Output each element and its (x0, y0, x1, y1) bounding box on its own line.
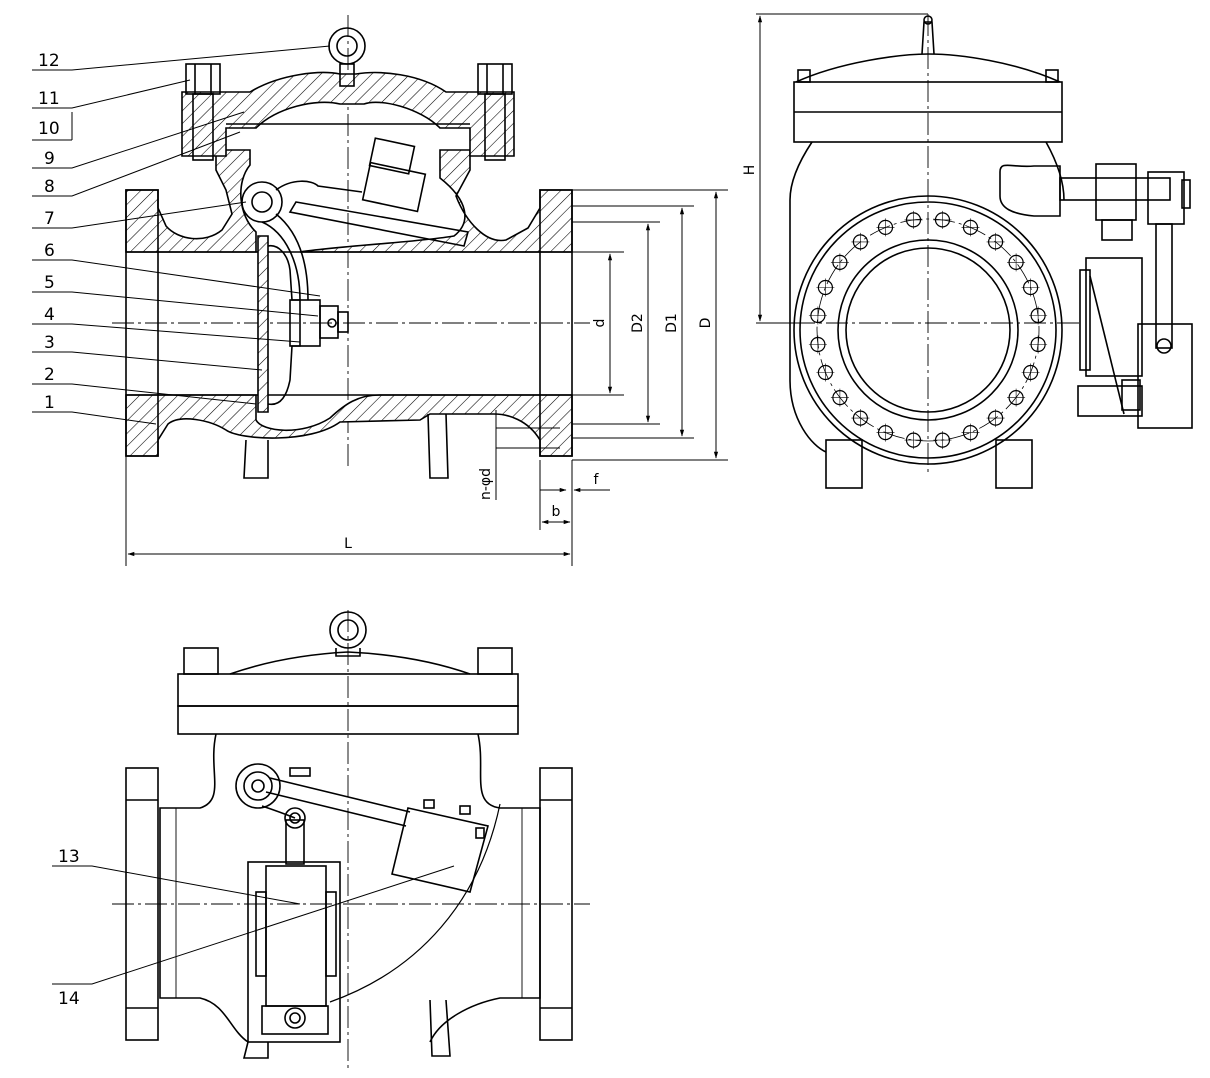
callout-4: 4 (44, 305, 55, 325)
dim-label-b: b (552, 504, 561, 520)
dimension-labels: d D2 D1 D H L n-φd b f (344, 165, 758, 552)
dim-label-D2: D2 (630, 313, 646, 333)
callout-14: 14 (58, 989, 80, 1009)
callout-7: 7 (44, 209, 55, 229)
callout-13: 13 (58, 847, 80, 867)
dim-label-L: L (344, 536, 352, 552)
callout-6: 6 (44, 241, 55, 261)
callout-12: 12 (38, 51, 60, 71)
callout-9: 9 (44, 149, 55, 169)
dim-label-n-phi-d: n-φd (478, 468, 494, 500)
disc (257, 235, 349, 413)
callout-labels: 12 11 10 9 8 7 6 5 4 3 2 1 13 14 (38, 51, 80, 1009)
dim-label-f: f (594, 472, 600, 488)
callout-5: 5 (44, 273, 55, 293)
bolt-right (477, 63, 513, 161)
top-view (52, 610, 590, 1070)
dim-label-D1: D1 (664, 313, 680, 333)
dim-label-H: H (742, 165, 758, 176)
bolt-left (185, 63, 221, 161)
callout-11: 11 (38, 89, 60, 109)
dim-label-d: d (592, 319, 608, 328)
hinge-assembly (241, 137, 470, 301)
dim-label-D: D (698, 318, 714, 329)
body (125, 149, 573, 479)
section-view (32, 15, 728, 566)
callout-10: 10 (38, 119, 60, 139)
callout-8: 8 (44, 177, 55, 197)
leader-lines (32, 45, 331, 425)
callout-3: 3 (44, 333, 55, 353)
eye-bolt (328, 27, 366, 87)
end-view (756, 13, 1193, 489)
callout-1: 1 (44, 393, 55, 413)
bonnet (181, 71, 515, 157)
dimension-lines (125, 189, 728, 566)
callout-2: 2 (44, 365, 55, 385)
flange-bolt-holes (808, 210, 1048, 450)
